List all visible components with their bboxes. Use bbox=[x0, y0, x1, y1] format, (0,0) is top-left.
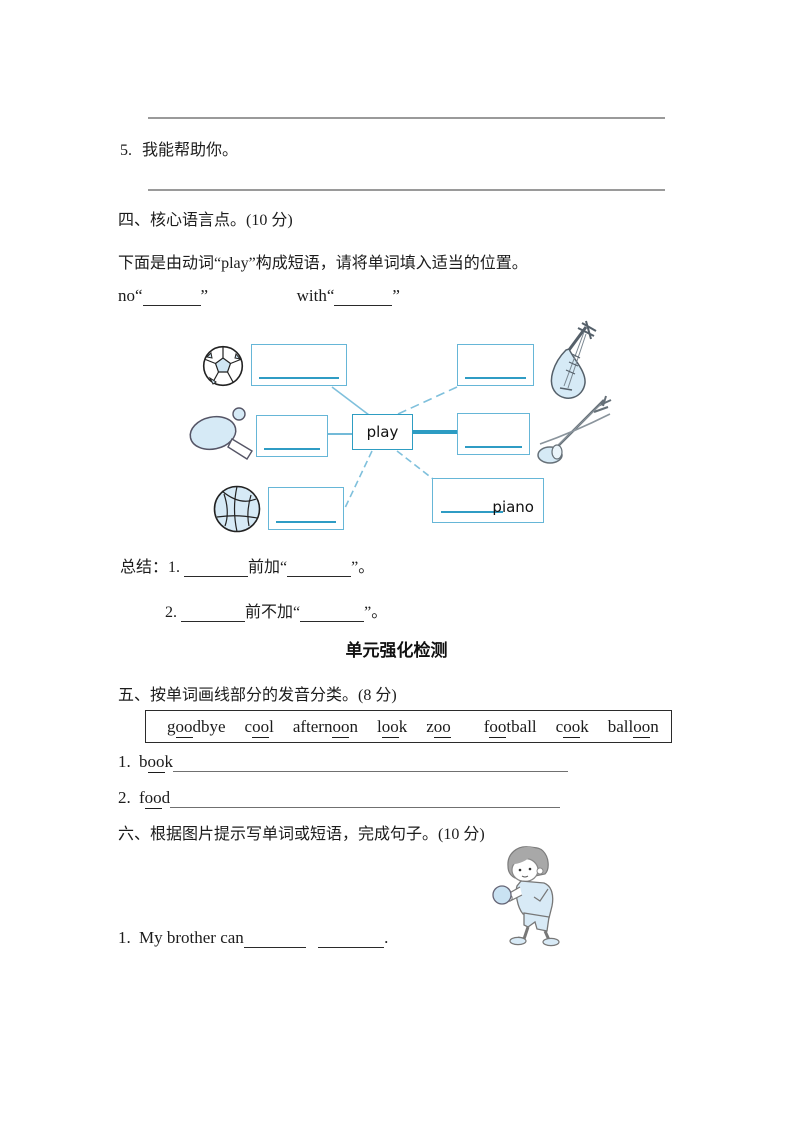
item-text: 我能帮助你。 bbox=[142, 142, 239, 159]
no-blank[interactable] bbox=[142, 290, 201, 306]
classify-item-book: 1. book bbox=[118, 752, 568, 773]
play-mindmap-diagram: play bbox=[150, 320, 620, 535]
sentence-blank-a[interactable] bbox=[243, 932, 306, 948]
boy-playing-table-tennis-icon bbox=[492, 846, 560, 947]
basketball-icon bbox=[213, 485, 261, 533]
diagram-box-basketball[interactable] bbox=[268, 487, 344, 530]
answer-line-blank[interactable] bbox=[148, 117, 665, 119]
section-six-title: 六、根据图片提示写单词或短语，完成句子。(10 分) bbox=[118, 826, 485, 843]
classify-item-food: 2. food bbox=[118, 788, 561, 809]
with-blank[interactable] bbox=[334, 290, 393, 306]
box-write-line bbox=[441, 511, 503, 513]
phonics-word-box: goodbye cool afternoon look zoo football… bbox=[145, 710, 672, 743]
pipa-icon bbox=[550, 320, 597, 399]
box-write-line bbox=[465, 377, 526, 379]
book-answer-line[interactable] bbox=[173, 756, 568, 772]
summary-line-1: 总结：1. 前加“ ”。 bbox=[120, 553, 374, 577]
sentence-period: . bbox=[384, 928, 389, 947]
box-write-line bbox=[259, 377, 339, 379]
with-close-quote: ” bbox=[392, 286, 400, 305]
item-number: 2. bbox=[118, 788, 131, 807]
word-football: football bbox=[483, 716, 537, 738]
answer-line-blank[interactable] bbox=[148, 189, 665, 191]
unit-test-heading: 单元强化检测 bbox=[345, 641, 448, 660]
sentence-blank-b[interactable] bbox=[318, 932, 385, 948]
word-afternoon: afternoon bbox=[292, 716, 358, 738]
word-cool: cool bbox=[244, 716, 274, 738]
diagram-box-erhu[interactable] bbox=[457, 413, 530, 455]
summary-1-end: ”。 bbox=[351, 559, 375, 576]
summary-2-blank-a[interactable] bbox=[181, 607, 245, 622]
word-balloon: balloon bbox=[607, 716, 659, 738]
no-label: no“ bbox=[118, 286, 143, 305]
sentence-text: My brother can bbox=[139, 928, 244, 947]
word-look: look bbox=[376, 716, 408, 738]
item-number: 5. bbox=[120, 142, 132, 159]
box-write-line bbox=[276, 521, 336, 523]
piano-label: piano bbox=[492, 498, 534, 516]
word-zoo: zoo bbox=[426, 716, 451, 738]
section-four-intro: 下面是由动词“play”构成短语，请将单词填入适当的位置。 bbox=[118, 255, 528, 272]
table-tennis-paddle-icon bbox=[189, 407, 253, 460]
translation-item-5: 5. 我能帮助你。 bbox=[120, 136, 238, 160]
summary-1-num: 1. bbox=[168, 559, 181, 576]
food-answer-line[interactable] bbox=[170, 792, 561, 808]
summary-label: 总结： bbox=[120, 559, 169, 576]
summary-2-end: ”。 bbox=[364, 604, 388, 621]
diagram-box-pipa[interactable] bbox=[457, 344, 534, 386]
soccer-ball-icon bbox=[202, 345, 244, 387]
word-cook: cook bbox=[555, 716, 589, 738]
play-label: play bbox=[366, 423, 399, 441]
diagram-box-table-tennis[interactable] bbox=[256, 415, 328, 457]
box-write-line bbox=[264, 448, 320, 450]
item-number: 1. bbox=[118, 928, 131, 947]
summary-2-mid: 前不加“ bbox=[245, 604, 301, 621]
summary-1-mid: 前加“ bbox=[248, 559, 288, 576]
with-label: with“ bbox=[296, 286, 335, 305]
item-number: 1. bbox=[118, 752, 131, 771]
summary-line-2: 2. 前不加“ ”。 bbox=[165, 598, 387, 622]
erhu-icon bbox=[537, 395, 612, 464]
summary-2-num: 2. bbox=[165, 604, 177, 621]
summary-1-blank-a[interactable] bbox=[184, 562, 249, 577]
no-with-line: no“ ” with“ ” bbox=[118, 286, 400, 306]
box-write-line bbox=[465, 446, 522, 448]
summary-1-blank-b[interactable] bbox=[287, 562, 352, 577]
diagram-box-football[interactable] bbox=[251, 344, 347, 386]
section-five-title: 五、按单词画线部分的发音分类。(8 分) bbox=[118, 687, 397, 704]
summary-2-blank-b[interactable] bbox=[300, 607, 365, 622]
word-goodbye: goodbye bbox=[167, 716, 226, 738]
section-four-title: 四、核心语言点。(10 分) bbox=[118, 212, 293, 229]
diagram-box-piano[interactable]: piano bbox=[432, 478, 544, 523]
no-close-quote: ” bbox=[200, 286, 209, 305]
sentence-item-1: 1. My brother can . bbox=[118, 928, 388, 948]
connector-lines bbox=[328, 386, 458, 511]
diagram-center-play: play bbox=[352, 414, 413, 450]
